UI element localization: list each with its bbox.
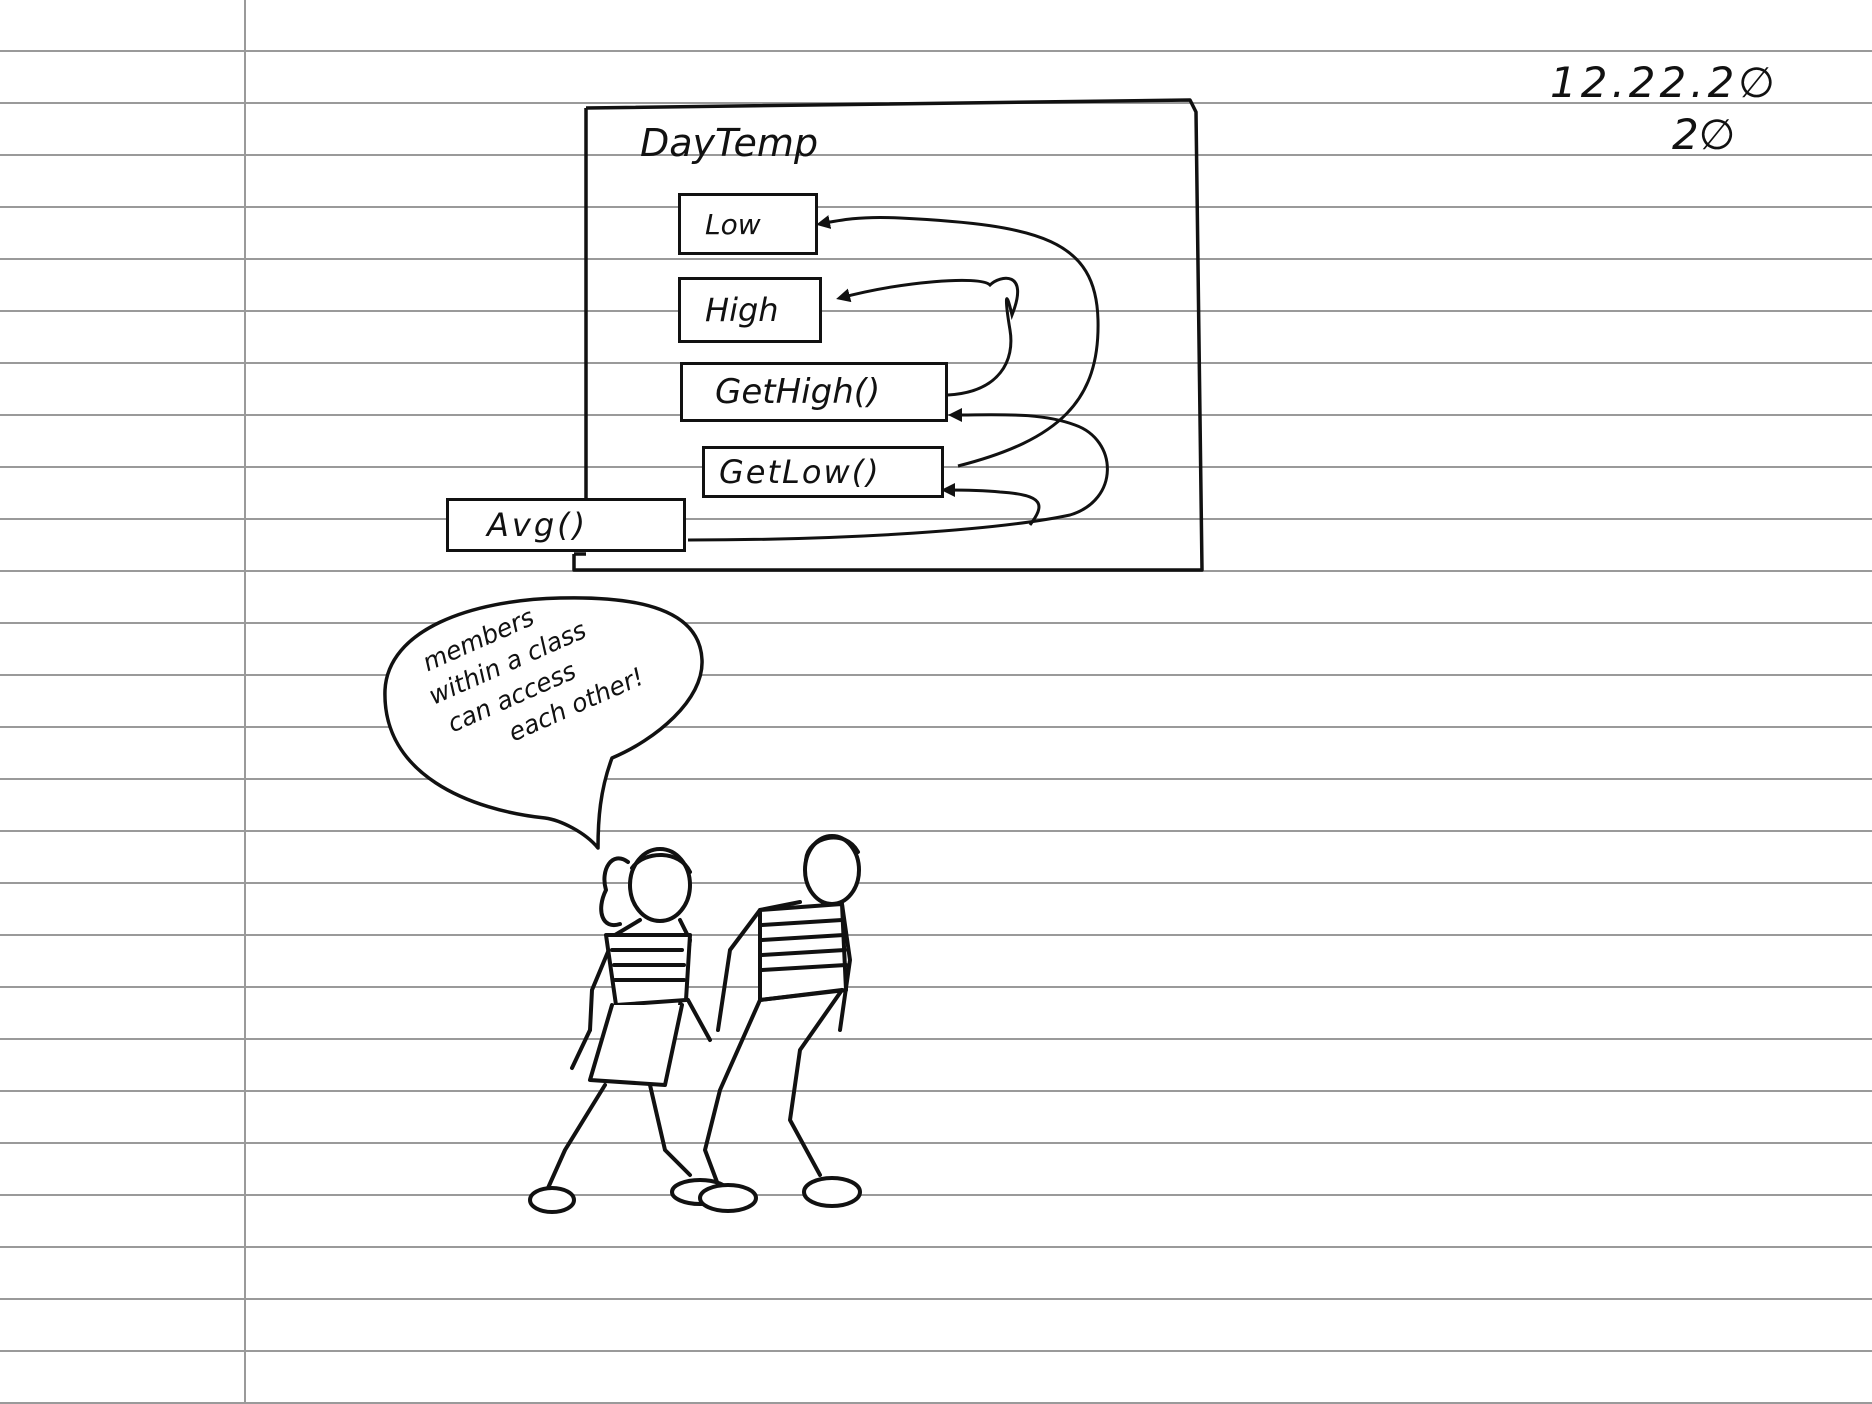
member-avg: Avg() <box>446 498 686 552</box>
date-line-1: 12.22.2∅ <box>1550 58 1779 107</box>
member-getlow-label: GetLow() <box>719 453 881 491</box>
walking-kids-illustration <box>528 834 862 1214</box>
member-gethigh: GetHigh() <box>680 362 948 422</box>
member-avg-label: Avg() <box>487 506 589 544</box>
speech-bubble <box>383 596 704 850</box>
date-line-2: 2∅ <box>1672 110 1736 159</box>
arrow-gethigh-to-high <box>836 276 1020 397</box>
arrow-avg-to-gethigh <box>687 407 1109 542</box>
member-high: High <box>678 277 822 343</box>
member-low-label: Low <box>705 207 761 241</box>
member-getlow: GetLow() <box>702 446 944 498</box>
class-frame <box>572 98 1204 572</box>
class-name: DayTemp <box>640 121 819 165</box>
arrow-avg-to-getlow <box>941 483 1041 526</box>
member-high-label: High <box>705 291 779 329</box>
member-gethigh-label: GetHigh() <box>715 372 881 412</box>
margin-line <box>244 0 246 1404</box>
member-low: Low <box>678 193 818 255</box>
arrow-getlow-to-low <box>816 215 1100 468</box>
